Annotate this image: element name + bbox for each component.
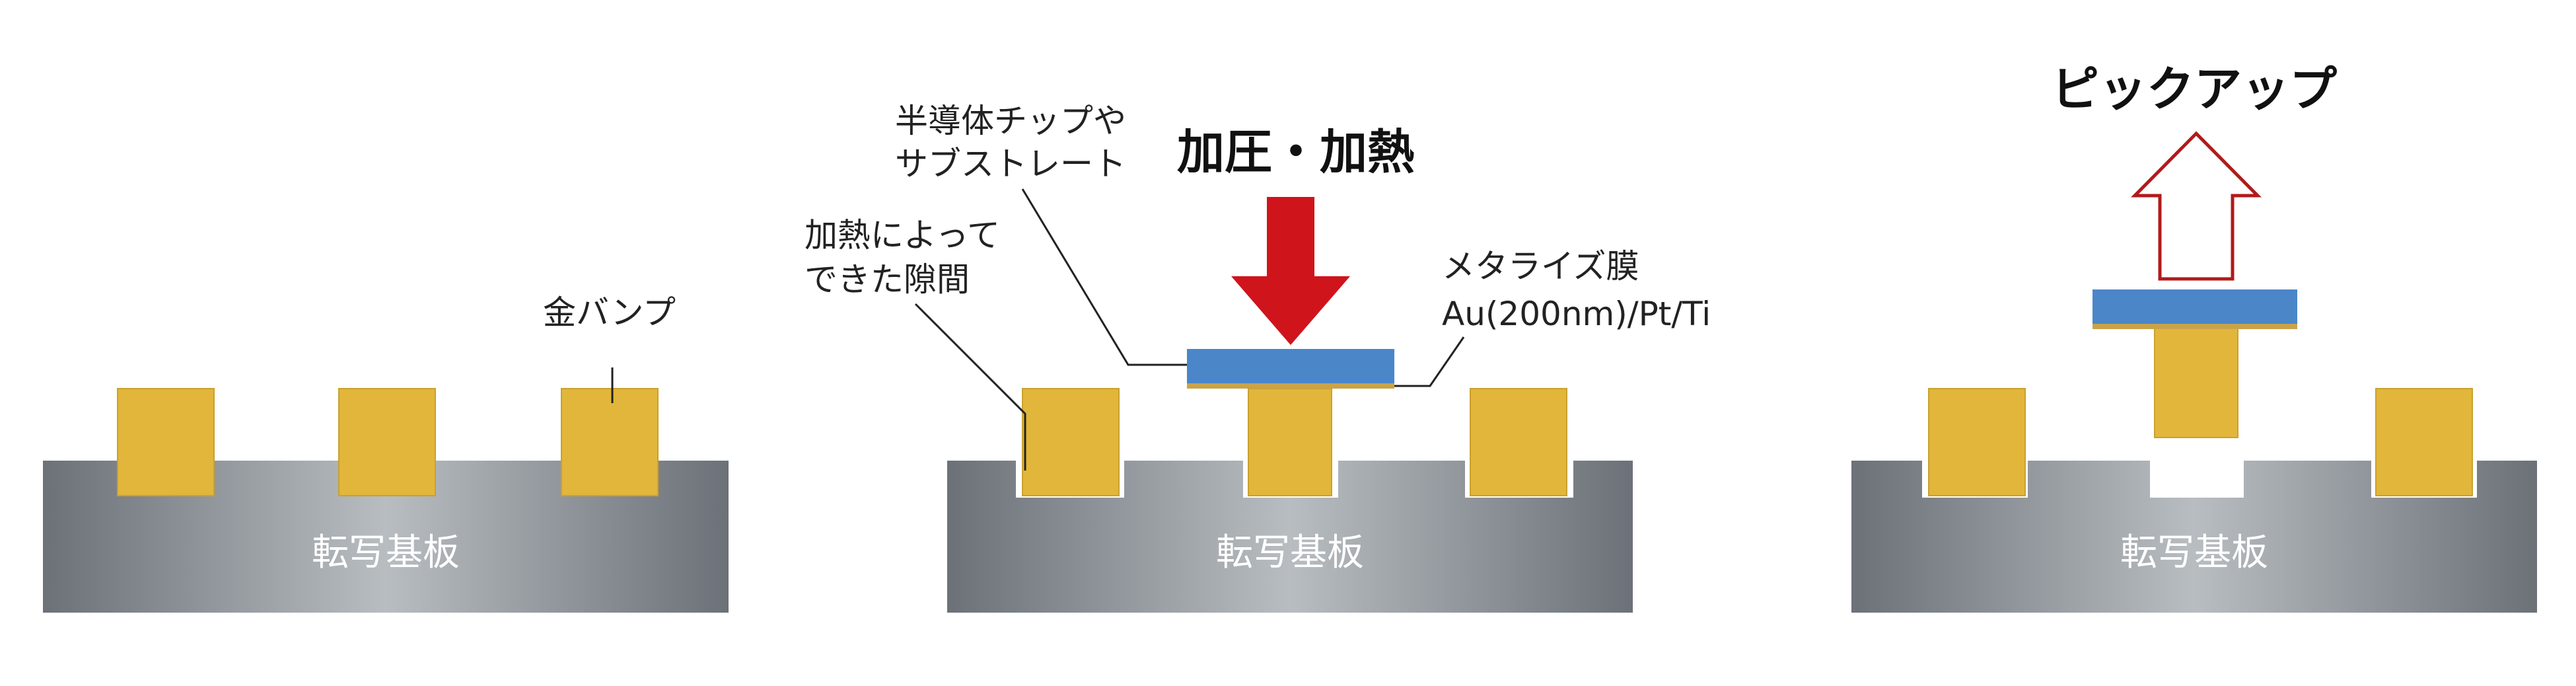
up-arrow-outline-icon [2131, 131, 2262, 281]
gold-bump [1928, 388, 2026, 496]
callout-chip-line2: サブストレート [895, 145, 1126, 183]
gold-bump [117, 388, 215, 496]
panel-3: ピックアップ 転写基板 [1851, 61, 2537, 613]
leader-line [1394, 336, 1465, 387]
callout-film-line2: Au(200nm)/Pt/Ti [1442, 295, 1711, 333]
callout-gap-line2: できた隙間 [805, 260, 970, 299]
vacated-site [2150, 461, 2244, 498]
callout-film-line1: メタライズ膜 [1442, 247, 1639, 286]
semiconductor-chip [2093, 289, 2297, 324]
semiconductor-chip [1187, 349, 1394, 383]
panel-1: 転写基板 金バンプ [43, 293, 729, 613]
callout-gap-line1: 加熱によって [805, 216, 1000, 254]
leader-line [1021, 188, 1187, 366]
gold-bump [1470, 388, 1567, 496]
gold-bump [1022, 388, 1120, 496]
substrate-label: 転写基板 [1216, 531, 1364, 574]
leader-line [914, 303, 1026, 471]
gold-bump [2375, 388, 2473, 496]
metallized-film [1187, 382, 1394, 389]
down-arrow-icon [1231, 197, 1350, 345]
panel-2: 加圧・加熱 半導体チップや サブストレート 加熱によって できた隙間 メタライズ… [805, 102, 1711, 613]
transferred-bump [2154, 326, 2238, 438]
gold-bump [561, 388, 659, 496]
callout-chip-line1: 半導体チップや [895, 102, 1126, 140]
gold-bump-bonded [1248, 388, 1332, 496]
step-title: 加圧・加熱 [1177, 124, 1415, 180]
substrate-label: 転写基板 [2120, 531, 2268, 574]
gold-bump [338, 388, 436, 496]
metallized-film [2093, 323, 2297, 329]
step-title: ピックアップ [2052, 61, 2337, 117]
substrate-label: 転写基板 [312, 531, 460, 574]
callout-gold-bump: 金バンプ [543, 293, 676, 332]
